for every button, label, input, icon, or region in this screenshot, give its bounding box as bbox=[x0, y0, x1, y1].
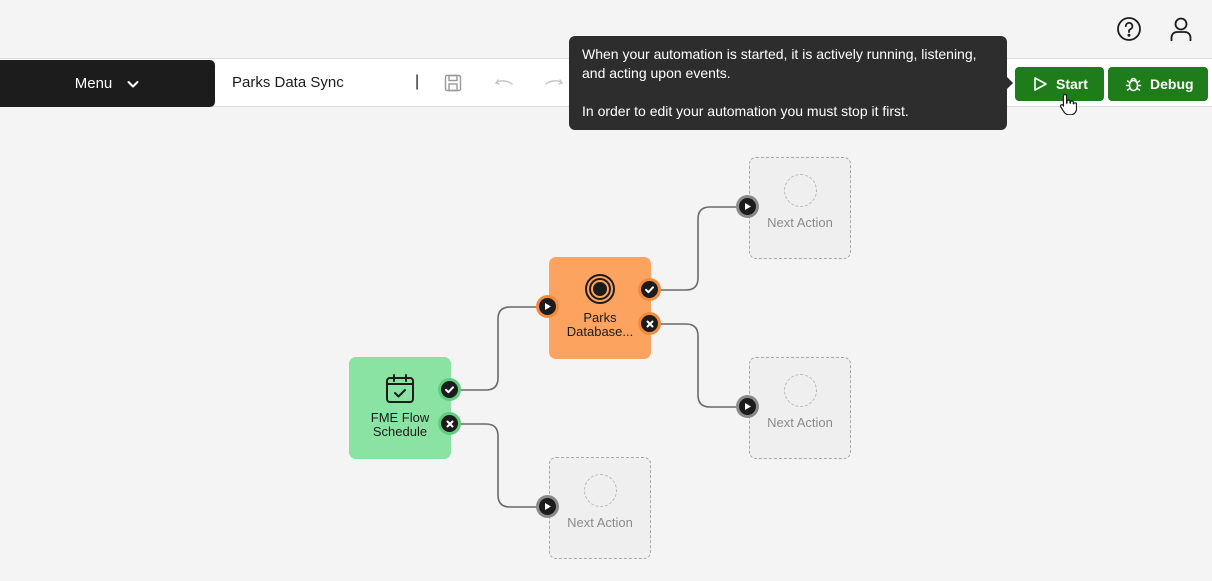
edge-action-to-placeholder-middle bbox=[660, 323, 740, 408]
menu-button[interactable]: Menu bbox=[0, 60, 215, 107]
x-icon bbox=[446, 420, 453, 427]
trigger-node-fme-flow-schedule[interactable]: FME Flow Schedule bbox=[349, 357, 451, 459]
tooltip-line-2: In order to edit your automation you mus… bbox=[582, 103, 909, 119]
start-button[interactable]: Start bbox=[1015, 67, 1104, 101]
start-button-label: Start bbox=[1056, 76, 1088, 92]
undo-icon[interactable] bbox=[494, 73, 514, 93]
action-success-port[interactable] bbox=[638, 278, 661, 301]
edge-action-to-placeholder-top bbox=[660, 206, 740, 291]
save-icon[interactable] bbox=[443, 73, 463, 93]
check-icon bbox=[445, 386, 454, 394]
user-icon[interactable] bbox=[1167, 15, 1195, 43]
tooltip-line-1: When your automation is started, it is a… bbox=[582, 46, 977, 81]
calendar-check-icon bbox=[382, 371, 418, 407]
placeholder-bottom-input-port[interactable] bbox=[536, 495, 559, 518]
workflow-canvas[interactable]: FME Flow Schedule Parks Database... Next… bbox=[0, 107, 1212, 581]
play-icon bbox=[745, 203, 751, 210]
start-button-tooltip: When your automation is started, it is a… bbox=[569, 36, 1013, 130]
placeholder-label: Next Action bbox=[767, 215, 833, 230]
placeholder-middle-input-port[interactable] bbox=[736, 395, 759, 418]
automation-name[interactable]: Parks Data Sync bbox=[232, 74, 344, 91]
toolbar-separator: | bbox=[415, 73, 420, 90]
bug-icon bbox=[1125, 77, 1142, 91]
next-action-placeholder-top[interactable]: Next Action bbox=[749, 157, 851, 259]
check-icon bbox=[645, 286, 654, 294]
next-action-placeholder-middle[interactable]: Next Action bbox=[749, 357, 851, 459]
placeholder-label: Next Action bbox=[567, 515, 633, 530]
chevron-down-icon bbox=[127, 80, 139, 87]
placeholder-top-input-port[interactable] bbox=[736, 195, 759, 218]
edge-trigger-to-action bbox=[460, 306, 540, 391]
action-input-port[interactable] bbox=[536, 295, 559, 318]
menu-button-label: Menu bbox=[74, 75, 113, 92]
play-icon bbox=[545, 503, 551, 510]
action-node-label: Parks Database... bbox=[566, 310, 634, 339]
placeholder-circle-icon bbox=[583, 474, 617, 507]
placeholder-label: Next Action bbox=[767, 415, 833, 430]
placeholder-circle-icon bbox=[783, 374, 817, 407]
connection-lines bbox=[460, 206, 740, 508]
help-circle-icon[interactable] bbox=[1115, 15, 1143, 43]
play-icon bbox=[545, 303, 551, 310]
play-icon bbox=[1034, 77, 1047, 91]
next-action-placeholder-bottom[interactable]: Next Action bbox=[549, 457, 651, 559]
x-icon bbox=[646, 320, 653, 327]
trigger-node-label: FME Flow Schedule bbox=[370, 410, 430, 439]
hand-cursor-icon bbox=[1059, 93, 1077, 115]
edge-trigger-to-placeholder-bottom bbox=[460, 423, 540, 508]
trigger-failure-port[interactable] bbox=[438, 412, 461, 435]
placeholder-circle-icon bbox=[783, 174, 817, 207]
debug-button[interactable]: Debug bbox=[1108, 67, 1208, 101]
tooltip-arrow bbox=[1007, 77, 1013, 89]
action-node-parks-database[interactable]: Parks Database... bbox=[549, 257, 651, 359]
trigger-success-port[interactable] bbox=[438, 378, 461, 401]
redo-icon[interactable] bbox=[544, 73, 564, 93]
target-icon bbox=[582, 271, 618, 307]
action-failure-port[interactable] bbox=[638, 312, 661, 335]
play-icon bbox=[745, 403, 751, 410]
debug-button-label: Debug bbox=[1150, 76, 1194, 92]
